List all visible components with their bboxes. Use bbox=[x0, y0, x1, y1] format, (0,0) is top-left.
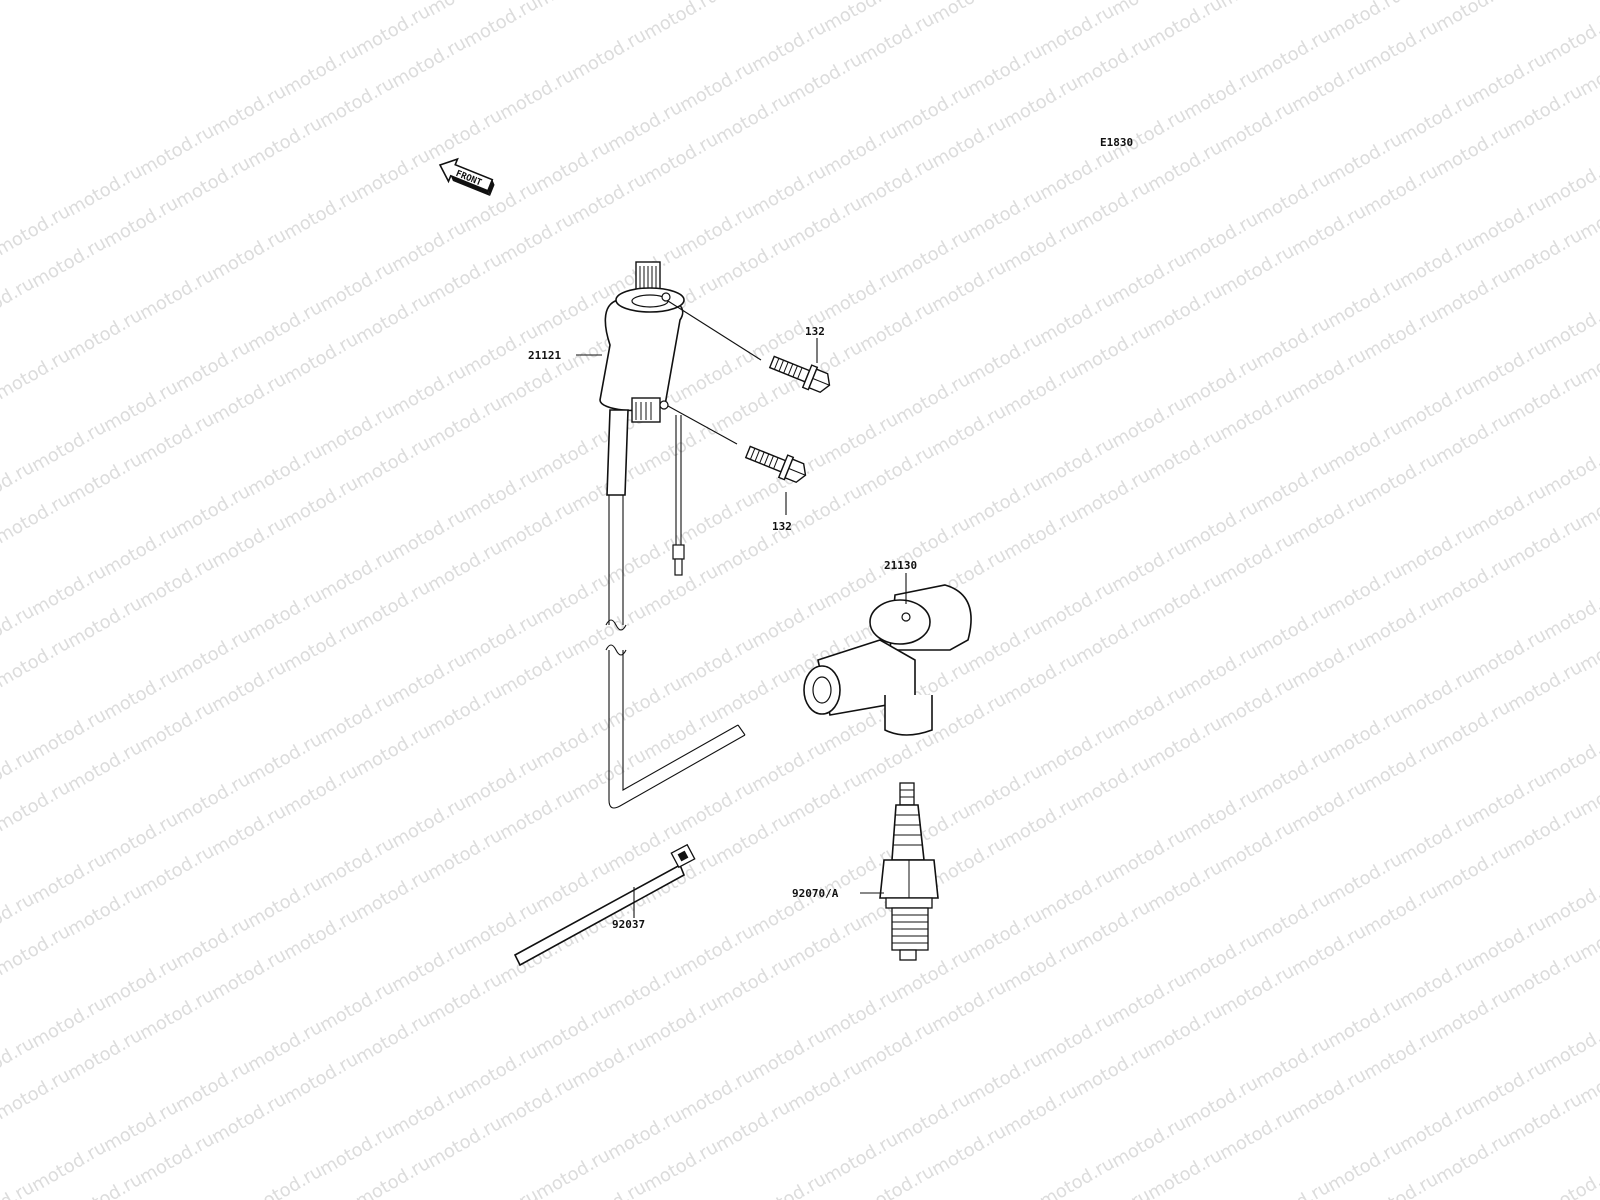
bolt-132-top bbox=[768, 355, 831, 394]
callout-cap: 21130 bbox=[884, 559, 917, 572]
callout-bolt-top: 132 bbox=[805, 325, 825, 338]
callout-bolt-bottom: 132 bbox=[772, 520, 792, 533]
bolt-132-bottom bbox=[744, 445, 807, 484]
spark-plug: 92070/A bbox=[792, 782, 939, 961]
spark-plug-cap: 21130 bbox=[803, 559, 972, 736]
diagram-code: E1830 bbox=[1100, 136, 1133, 149]
callout-plug: 92070/A bbox=[792, 887, 839, 900]
callout-tie: 92037 bbox=[612, 918, 645, 931]
callout-coil: 21121 bbox=[528, 349, 561, 362]
ignition-coil: 21121 bbox=[528, 261, 762, 809]
cable-tie: 92037 bbox=[513, 843, 696, 967]
front-arrow-icon: FRONT bbox=[438, 157, 495, 196]
